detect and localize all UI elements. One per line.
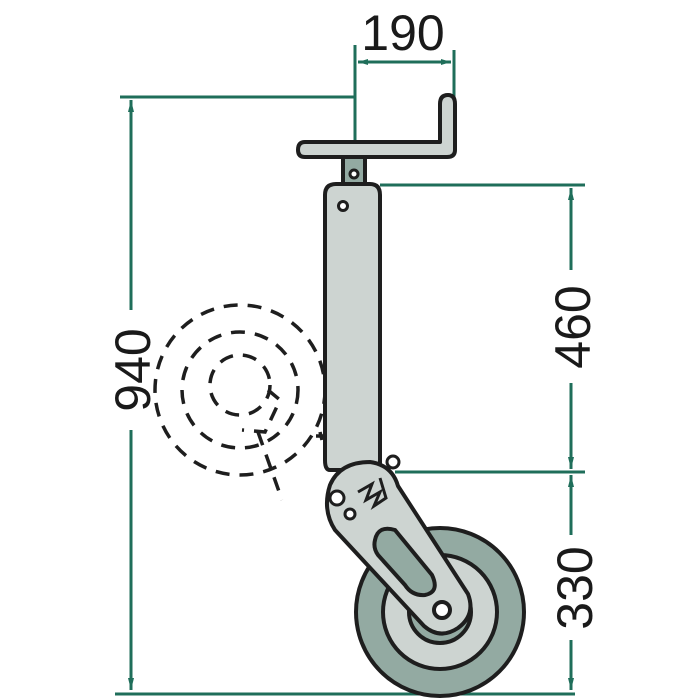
dimension-label-460: 460 xyxy=(545,285,601,368)
folded-wheel-dashed-outline xyxy=(153,303,331,501)
spring-zigzag xyxy=(357,477,388,511)
dimension-label-330: 330 xyxy=(547,546,603,629)
arm-slot xyxy=(372,526,437,598)
dimension-label-190: 190 xyxy=(361,5,444,61)
dimension-label-940: 940 xyxy=(105,328,161,411)
dimension-lines xyxy=(115,45,585,696)
wheel-axle xyxy=(432,600,452,620)
top-plate xyxy=(296,93,457,159)
tube xyxy=(323,182,382,472)
locking-pin xyxy=(385,454,401,470)
